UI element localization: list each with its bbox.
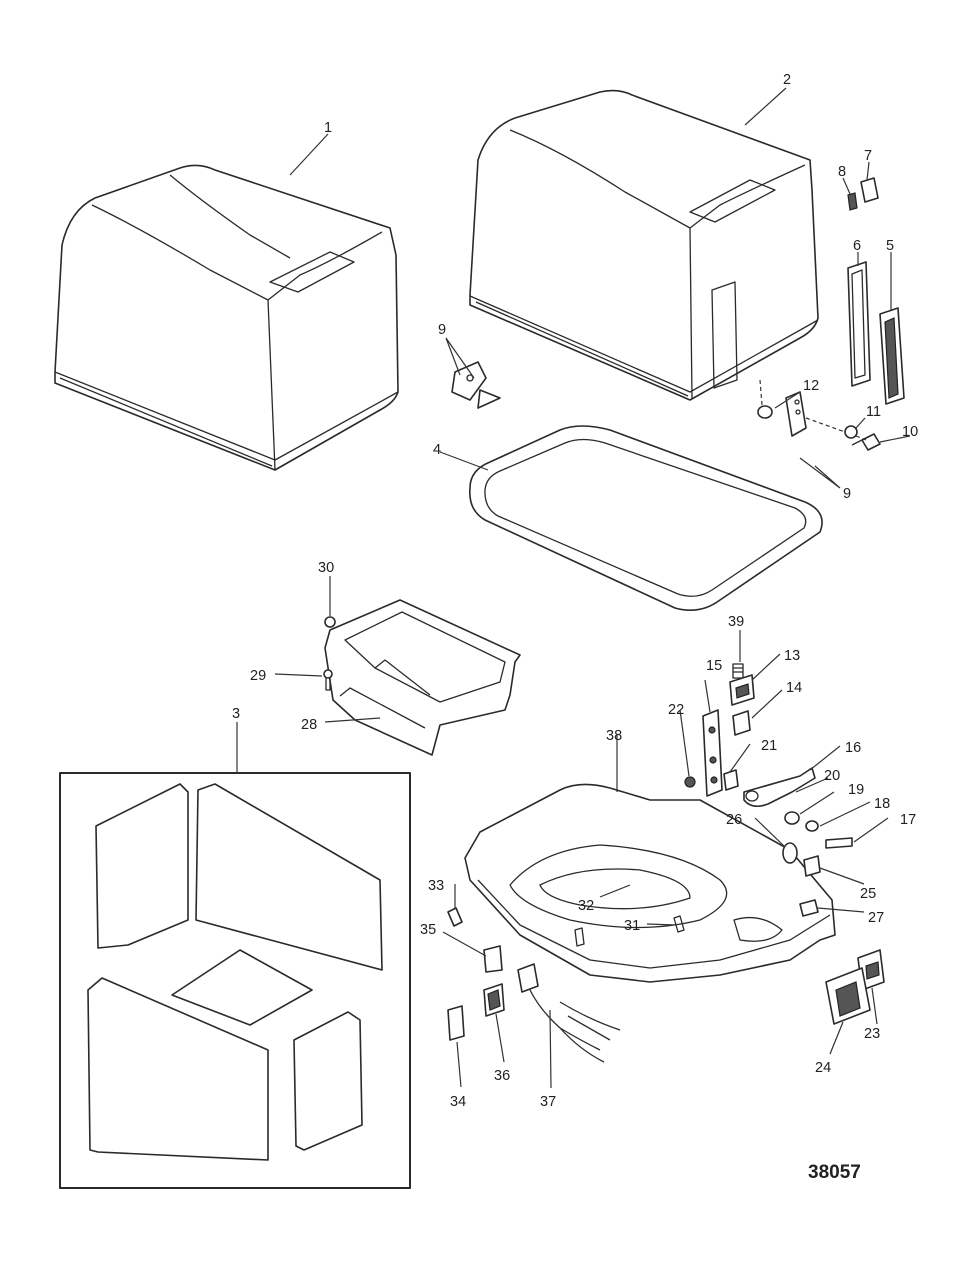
latch-plate-part-15: [702, 709, 723, 797]
callout-8: 8: [838, 164, 846, 180]
callout-6: 6: [853, 238, 861, 254]
callout-9b: 9: [843, 486, 851, 502]
callout-28: 28: [301, 717, 317, 733]
gasket-part-5: [879, 307, 905, 405]
callout-15: 15: [706, 658, 722, 674]
top-cowl-part-2: [469, 89, 819, 401]
bracket-part-9-left: [451, 361, 501, 409]
callout-16: 16: [845, 740, 861, 756]
callout-18: 18: [874, 796, 890, 812]
callout-10: 10: [902, 424, 918, 440]
screw-part-29: [323, 669, 333, 691]
leader-lines: [236, 87, 911, 1089]
washer-part-19: [784, 811, 800, 825]
cover-part-23: [857, 949, 885, 991]
screw-part-33: [447, 907, 463, 927]
washer-part-18: [805, 820, 819, 832]
callout-33: 33: [428, 878, 444, 894]
callout-19: 19: [848, 782, 864, 798]
spring-part-26: [782, 842, 798, 864]
callout-35: 35: [420, 922, 436, 938]
latch-part-13: [729, 674, 755, 706]
callout-31: 31: [624, 918, 640, 934]
callout-14: 14: [786, 680, 802, 696]
callout-2: 2: [783, 72, 791, 88]
callout-39: 39: [728, 614, 744, 630]
callout-32: 32: [578, 898, 594, 914]
callout-29: 29: [250, 668, 266, 684]
callout-21: 21: [761, 738, 777, 754]
callout-4: 4: [433, 442, 441, 458]
callout-37: 37: [540, 1094, 556, 1110]
callout-11: 11: [866, 404, 881, 420]
nut-part-22: [684, 776, 696, 788]
switch-part-36: [483, 983, 505, 1017]
callout-24: 24: [815, 1060, 831, 1076]
figure-reference-number: 38057: [808, 1162, 861, 1183]
callout-22: 22: [668, 702, 684, 718]
callout-36: 36: [494, 1068, 510, 1084]
callout-3: 3: [232, 706, 240, 722]
panel-part-24: [825, 967, 871, 1025]
cap-part-34: [447, 1005, 465, 1041]
callout-26: 26: [726, 812, 742, 828]
callout-9a: 9: [438, 322, 446, 338]
washer-part-12: [757, 405, 773, 419]
callout-labels: 1 2 3 4 5 6 7 8 9 9 10 11 12 13 14 15 16…: [232, 72, 918, 1110]
nut-part-30: [324, 616, 336, 628]
callout-30: 30: [318, 560, 334, 576]
clip-part-7: [860, 177, 879, 203]
leader-dashed-9: [759, 379, 867, 441]
tray-part-28: [324, 599, 521, 756]
gasket-part-6: [847, 261, 871, 387]
clip-part-25: [803, 855, 821, 877]
callout-13: 13: [784, 648, 800, 664]
seal-part-4: [468, 425, 823, 611]
bottom-cowl-part-38: [464, 783, 836, 983]
washer-part-11: [844, 425, 858, 439]
callout-5: 5: [886, 238, 894, 254]
panel-kit-box-part-3: [59, 772, 411, 1189]
clip-part-35: [483, 945, 503, 973]
callout-34: 34: [450, 1094, 466, 1110]
callout-12: 12: [803, 378, 819, 394]
callout-38: 38: [606, 728, 622, 744]
bracket-part-9-right: [785, 391, 807, 437]
spring-part-39: [732, 663, 744, 679]
grommet-part-31: [673, 915, 685, 933]
screw-part-8: [847, 192, 858, 211]
bolt-part-17: [825, 837, 853, 849]
callout-1: 1: [324, 120, 332, 136]
clip-part-27: [799, 899, 819, 917]
callout-23: 23: [864, 1026, 880, 1042]
bushing-part-14: [732, 710, 751, 736]
callout-20: 20: [824, 768, 840, 784]
lever-part-16: [743, 767, 816, 808]
screw-part-10: [851, 433, 881, 451]
harness-part-37: [517, 963, 621, 1063]
callout-27: 27: [868, 910, 884, 926]
callout-17: 17: [900, 812, 916, 828]
callout-25: 25: [860, 886, 876, 902]
callout-7: 7: [864, 148, 872, 164]
bushing-part-21: [723, 769, 739, 791]
top-cowl-part-1: [54, 164, 399, 471]
